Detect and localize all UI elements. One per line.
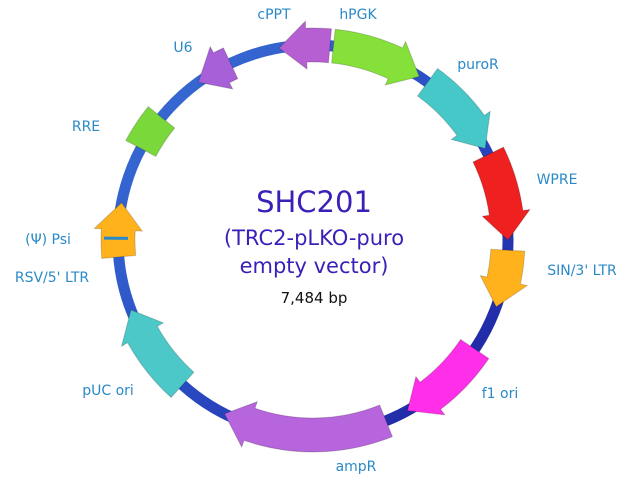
feature-u6: [197, 45, 239, 90]
feature-f1-ori: [406, 338, 490, 416]
feature-rsv-5-ltr: [93, 202, 144, 260]
feature-wpre: [472, 146, 531, 241]
label-sin-3-ltr: SIN/3' LTR: [547, 263, 617, 279]
plasmid-size: 7,484 bp: [281, 289, 348, 307]
label-hpgk: hPGK: [339, 7, 377, 23]
plasmid-subtitle-line2: empty vector): [240, 254, 389, 278]
label-psi: (Ψ) Psi: [25, 232, 71, 248]
feature-ampr: [223, 400, 394, 453]
feature-puc-ori: [120, 309, 195, 399]
label-puror: puroR: [457, 57, 499, 73]
feature-rre: [125, 105, 176, 158]
feature-hpgk: [331, 28, 420, 86]
label-rre: RRE: [72, 119, 100, 135]
label-f1-ori: f1 ori: [482, 386, 519, 402]
label-wpre: WPRE: [537, 172, 578, 188]
label-u6: U6: [173, 40, 192, 56]
feature-puror: [416, 67, 491, 150]
feature-cppt: [278, 19, 333, 71]
plasmid-name: SHC201: [256, 185, 372, 219]
label-ampr: ampR: [336, 459, 377, 475]
feature-sin-3-ltr: [479, 248, 529, 308]
label-rsv-5-ltr: RSV/5' LTR: [15, 270, 90, 286]
plasmid-subtitle-line1: (TRC2-pLKO-puro: [224, 226, 404, 250]
label-cppt: cPPT: [257, 7, 291, 23]
label-puc-ori: pUC ori: [82, 383, 134, 399]
